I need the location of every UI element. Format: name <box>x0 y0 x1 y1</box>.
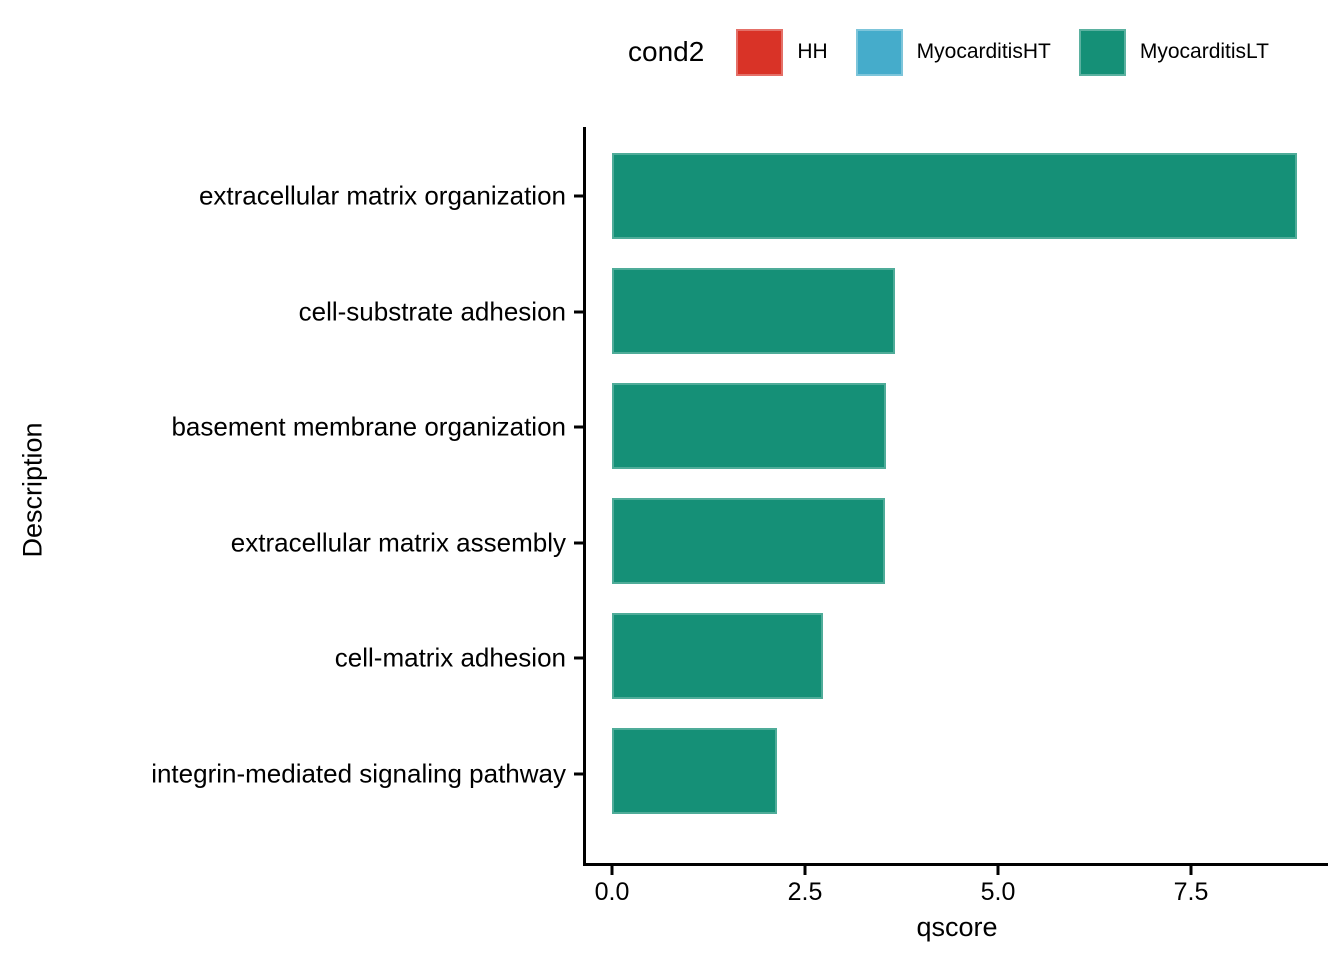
y-axis-tick-mark <box>574 541 583 545</box>
plot-panel <box>583 127 1328 866</box>
bar-integrin-mediated-signaling-pathway <box>612 727 778 815</box>
legend-label-myocarditis-ht: MyocarditisHT <box>916 40 1051 63</box>
y-axis-label: extracellular matrix organization <box>198 180 566 211</box>
legend-swatch-hh <box>736 28 784 76</box>
y-axis-tick-mark <box>574 310 583 314</box>
x-axis-tick-label: 5.0 <box>980 878 1016 906</box>
legend-swatch-myocarditis-ht <box>855 28 903 76</box>
legend-swatch-myocarditis-lt <box>1078 28 1126 76</box>
y-axis-tick-mark <box>574 772 583 776</box>
y-axis-tick-mark <box>574 656 583 660</box>
x-axis-tick-mark <box>610 866 614 875</box>
x-axis-tick-mark <box>803 866 807 875</box>
legend: cond2 HH MyocarditisHT MyocarditisLT <box>583 24 1328 80</box>
bar-extracellular-matrix-assembly <box>612 497 886 585</box>
y-axis-label: cell-substrate adhesion <box>298 296 566 327</box>
legend-title: cond2 <box>628 36 705 67</box>
y-axis-tick-mark <box>574 194 583 198</box>
bar-cell-substrate-adhesion <box>612 267 896 355</box>
bar-basement-membrane-organization <box>612 382 887 470</box>
legend-label-hh: HH <box>797 40 828 63</box>
y-axis-label: integrin-mediated signaling pathway <box>151 758 566 789</box>
y-axis-label: basement membrane organization <box>171 411 566 442</box>
legend-label-myocarditis-lt: MyocarditisLT <box>1139 40 1269 63</box>
x-axis-tick-mark <box>996 866 1000 875</box>
y-axis-label: cell-matrix adhesion <box>334 642 566 673</box>
x-axis-tick-label: 2.5 <box>787 878 823 906</box>
bar-extracellular-matrix-organization <box>612 152 1297 240</box>
legend-item-myocarditis-ht: MyocarditisHT <box>855 28 1051 76</box>
legend-item-myocarditis-lt: MyocarditisLT <box>1078 28 1269 76</box>
x-axis-tick-label: 7.5 <box>1173 878 1209 906</box>
y-axis-category-labels: extracellular matrix organization cell-su… <box>0 127 583 866</box>
y-axis-tick-mark <box>574 425 583 429</box>
y-axis-label: extracellular matrix assembly <box>230 527 566 558</box>
bar-cell-matrix-adhesion <box>612 612 823 700</box>
x-axis-title: qscore <box>916 912 998 942</box>
x-axis-tick-mark <box>1189 866 1193 875</box>
x-axis-tick-label: 0.0 <box>594 878 630 906</box>
legend-item-hh: HH <box>736 28 828 76</box>
x-axis-ticks: 0.0 2.5 5.0 7.5 <box>586 866 1328 912</box>
